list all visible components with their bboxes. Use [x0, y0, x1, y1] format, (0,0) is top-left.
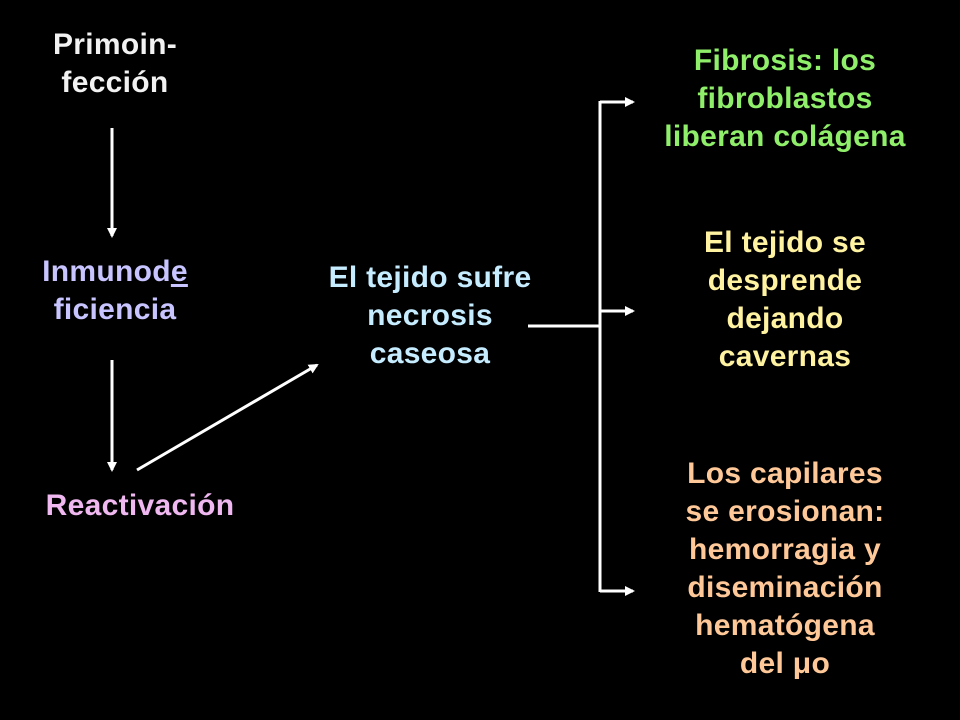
node-fibrosis-line: liberan colágena	[664, 120, 906, 153]
node-inmunodeficiencia: Inmunode ficiencia	[10, 253, 220, 329]
node-hemorragia-line: Los capilares	[687, 457, 883, 490]
node-necrosis-line: necrosis	[367, 299, 493, 332]
node-hemorragia-line: se erosionan:	[685, 495, 885, 528]
node-primoinfeccion: Primoin- fección	[20, 26, 210, 102]
node-cavernas: El tejido se desprende dejando cavernas	[630, 224, 940, 376]
node-primoinfeccion-line: Primoin-	[52, 28, 178, 61]
node-cavernas-line: El tejido se	[704, 226, 866, 259]
node-inmunodeficiencia-line: ficiencia	[53, 293, 177, 326]
node-cavernas-line: cavernas	[718, 340, 852, 373]
node-cavernas-line: dejando	[726, 302, 844, 335]
node-primoinfeccion-line: fección	[61, 66, 169, 99]
node-fibrosis-line: Fibrosis: los	[693, 44, 877, 77]
node-necrosis-line: caseosa	[369, 337, 491, 370]
node-hemorragia: Los capilares se erosionan: hemorragia y…	[630, 455, 940, 683]
node-inmunodeficiencia-line: Inmunode	[10, 253, 220, 291]
node-hemorragia-line: hematógena	[695, 609, 875, 642]
node-reactivacion-line: Reactivación	[45, 489, 235, 522]
node-hemorragia-line: hemorragia y	[688, 533, 881, 566]
arrow-reactivacion-to-necrosis	[136, 363, 319, 472]
node-reactivacion: Reactivación	[10, 487, 270, 525]
node-cavernas-line: desprende	[707, 264, 863, 297]
node-necrosis: El tejido sufre necrosis caseosa	[290, 259, 570, 373]
node-inmunodeficiencia-prefix: Inmunod	[42, 255, 171, 288]
node-hemorragia-line: diseminación	[687, 571, 883, 604]
node-fibrosis-line: fibroblastos	[697, 82, 873, 115]
node-necrosis-line: El tejido sufre	[328, 261, 532, 294]
node-inmunodeficiencia-underlined-letter: e	[170, 255, 188, 288]
node-hemorragia-line: del μo	[739, 647, 831, 680]
node-fibrosis: Fibrosis: los fibroblastos liberan colág…	[630, 42, 940, 156]
